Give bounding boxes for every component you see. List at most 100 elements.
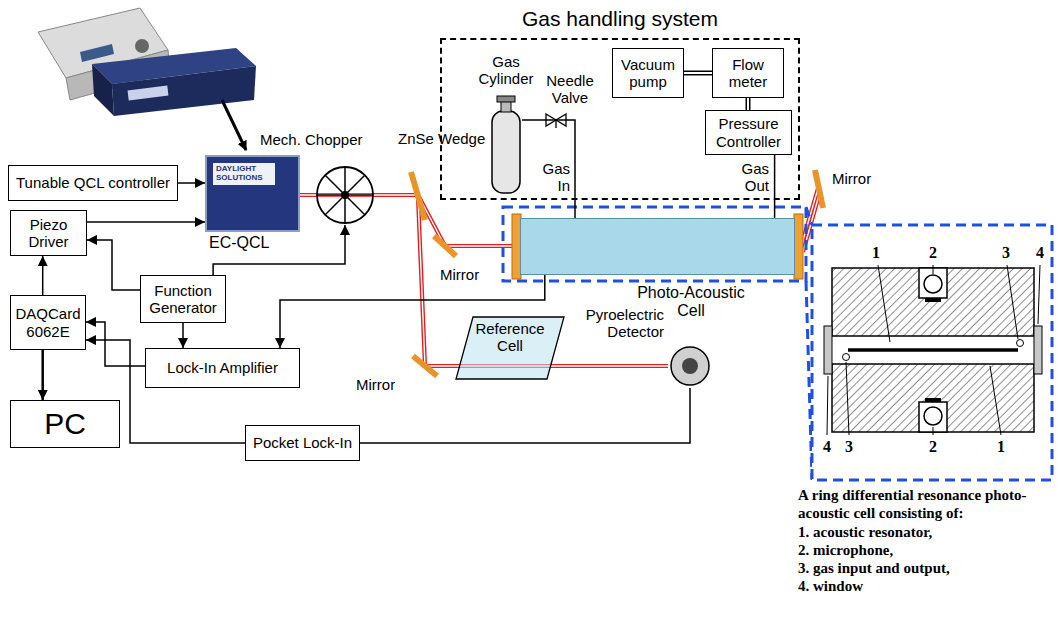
caption-text: A ring differential resonance photo-acou… (798, 486, 1052, 523)
microphone (924, 407, 942, 425)
connector (42, 350, 43, 400)
box-label: Pressure Controller (709, 115, 788, 150)
chopper-spoke (344, 195, 346, 223)
parallelogram-shape (456, 317, 564, 379)
gas-port (843, 354, 850, 361)
laser-beam-core (300, 185, 819, 366)
callout-number: 2 (929, 438, 937, 456)
controller-display (80, 44, 114, 62)
list-item: 4. window (798, 577, 1052, 595)
box-label: DAQCard 6062E (14, 305, 82, 340)
part-label: ZnSe Wedge (398, 130, 485, 147)
connector (748, 98, 749, 110)
callout-number: 4 (823, 438, 831, 456)
cell-body-section (832, 364, 1034, 432)
detector-drawing (668, 344, 712, 388)
group-title: Gas handling system (442, 7, 798, 31)
connector (178, 183, 205, 184)
chopper-wheel: Mech. Chopper (315, 165, 375, 225)
chopper-hub (341, 191, 349, 199)
reference-cell: Reference Cell (455, 316, 565, 380)
connector-line (86, 322, 145, 366)
controller-knob (135, 39, 149, 53)
mirror (413, 356, 437, 376)
window-section (824, 326, 832, 374)
part-label: Mirror (356, 376, 395, 393)
process-box: Flow meter (712, 48, 784, 98)
box-label: Reference Cell (469, 320, 551, 355)
window-section (1034, 326, 1042, 374)
process-box: Lock-In Amplifier (145, 348, 300, 388)
list-item: 3. gas input and output, (798, 559, 1052, 577)
detector-body (671, 347, 709, 385)
leader-lines (827, 265, 1040, 435)
connector (522, 120, 575, 218)
laser-box: DAYLIGHT SOLUTIONSEC-QCL (205, 155, 300, 232)
laser-head-plate (128, 86, 169, 101)
connector (684, 73, 712, 74)
pyroelectric-detector: Pyroelectric Detector (668, 344, 712, 388)
chopper-spoke (325, 175, 345, 195)
box-label: Piezo Driver (14, 216, 83, 251)
box-label: PC (44, 407, 86, 442)
connector (183, 323, 184, 348)
connector-line (41, 350, 44, 400)
mirror (434, 236, 456, 256)
leader-line (1007, 265, 1018, 339)
connector-line (178, 182, 205, 184)
box-label: Vacuum pump (616, 56, 680, 91)
process-box: Pressure Controller (705, 110, 792, 155)
laser-beam (300, 185, 819, 366)
gas-cylinder: Gas Cylinder (490, 95, 522, 195)
microphone-membrane (925, 298, 941, 302)
caption-block: A ring differential resonance photo-acou… (798, 486, 1052, 596)
cell-body-section (832, 268, 1034, 336)
microphone-membrane (925, 398, 941, 402)
leader-line (933, 427, 934, 435)
connector-line (774, 155, 776, 218)
pointer-arrow (222, 100, 246, 150)
connector (86, 322, 145, 366)
chopper-rim (317, 167, 373, 223)
pipe-outer (684, 71, 712, 76)
zoom-line (806, 207, 812, 225)
gas-port (1017, 340, 1024, 347)
box-label: Flow meter (716, 56, 780, 91)
part-label: Mirror (440, 266, 479, 283)
chopper-spoke (345, 195, 365, 215)
leader-line (1038, 265, 1040, 324)
connector-line (42, 256, 44, 295)
callout-number: 3 (845, 438, 853, 456)
connector-line (87, 221, 205, 223)
chopper-spoke (344, 167, 346, 195)
chopper-spoke (317, 194, 345, 196)
chopper-spoke (345, 194, 373, 196)
pipe-outer (746, 98, 751, 110)
leader-line (990, 366, 1001, 435)
process-box: Tunable QCL controller (8, 165, 178, 201)
connector-line (522, 120, 575, 218)
box-label: Function Generator (144, 282, 222, 317)
edge-label: Gas Out (735, 160, 769, 195)
chopper-spoke (345, 175, 365, 195)
callout-number: 4 (1036, 244, 1044, 262)
cylinder-drawing (490, 95, 522, 195)
connector (87, 240, 140, 290)
leader-line (827, 376, 828, 435)
laser-head-photo (92, 64, 114, 116)
leader-line (933, 265, 934, 274)
process-box: Pocket Lock-In (245, 425, 360, 461)
connector-line (360, 388, 690, 443)
process-box: DAQCard 6062E (10, 295, 86, 350)
process-box: Piezo Driver (10, 210, 87, 256)
callout-number: 3 (1002, 244, 1010, 262)
callout-number: 1 (997, 438, 1005, 456)
photoacoustic-cell: Photo-Acoustic Cell (520, 218, 795, 275)
list-item: 1. acoustic resonator, (798, 523, 1052, 541)
znse-wedge (411, 172, 425, 220)
box-label: Lock-In Amplifier (167, 359, 278, 376)
node-heading: Mech. Chopper (260, 131, 363, 148)
connector-line (87, 240, 140, 290)
edge-label: Gas In (538, 160, 570, 195)
